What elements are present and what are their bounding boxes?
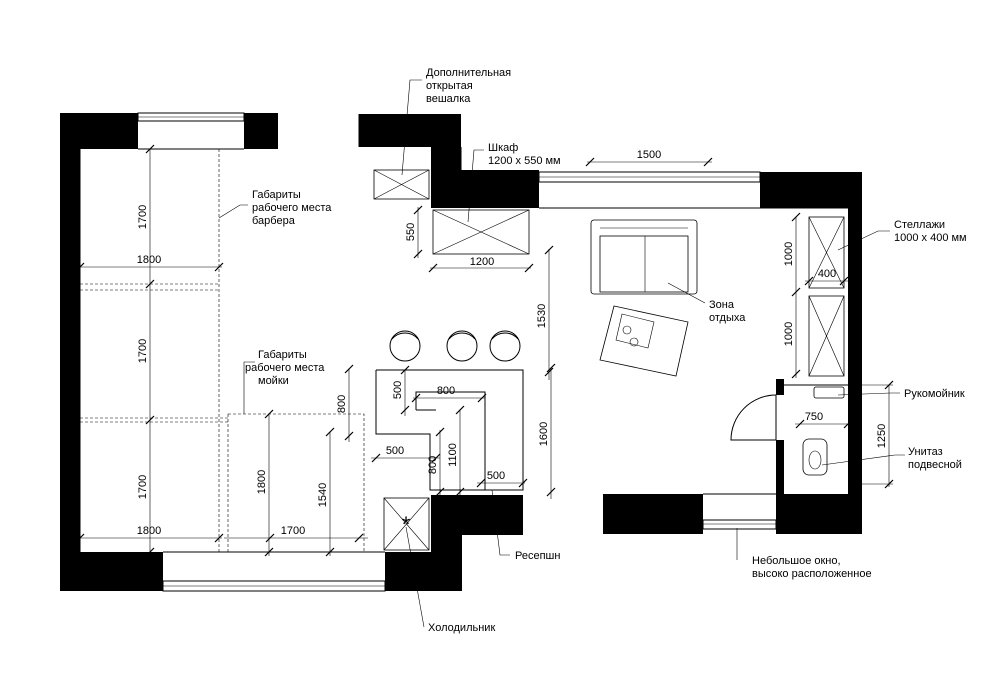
wall-bottom-left	[60, 552, 163, 591]
dim-500-c: 500	[487, 470, 505, 482]
note-lounge: Зона отдыха	[709, 299, 746, 324]
note-shelves: Стеллажи 1000 x 400 мм	[894, 219, 967, 244]
note-wash-zone: Габариты рабочего места мойки	[245, 349, 327, 387]
dim-1250: 1250	[876, 424, 888, 448]
dim-1530: 1530	[536, 304, 548, 328]
wall-top-right	[760, 172, 862, 208]
dim-1700-wash: 1700	[281, 525, 305, 537]
dim-1540: 1540	[317, 483, 329, 507]
dim-1700-a: 1700	[137, 205, 149, 229]
dim-500-b: 500	[386, 445, 404, 457]
wall-wc-top	[776, 379, 784, 395]
wall-wardrobe-back	[431, 170, 539, 208]
sink	[813, 386, 845, 399]
dim-1700-b: 1700	[137, 339, 149, 363]
dim-1000-a: 1000	[783, 242, 795, 266]
window-small	[702, 519, 777, 530]
note-hanger: Дополнительная открытая вешалка	[426, 67, 514, 105]
coffee-table	[599, 305, 689, 377]
dim-1700-c: 1700	[137, 475, 149, 499]
wash-zone	[227, 413, 365, 553]
leader-lines	[218, 79, 905, 628]
wall-right	[848, 172, 862, 534]
bar-stools	[389, 330, 521, 362]
dim-1800-bottom: 1800	[137, 525, 161, 537]
dim-1800-wash: 1800	[256, 470, 268, 494]
dimension-lines	[75, 144, 894, 557]
dimension-labels: 1700 1700 1700 1800 1800 1800 1700 1540 …	[137, 149, 888, 537]
dim-800-wash: 800	[336, 395, 348, 413]
dim-1000-b: 1000	[783, 322, 795, 346]
note-barber-zone: Габариты рабочего места барбера	[252, 189, 334, 227]
dim-800-mid: 800	[427, 456, 439, 474]
wall-bottom-right	[776, 494, 862, 534]
dim-500-a: 500	[392, 381, 404, 399]
dim-400: 400	[818, 268, 836, 280]
note-sink: Рукомойник	[904, 388, 965, 400]
wc-door	[730, 384, 848, 441]
note-wardrobe: Шкаф 1200 x 550 мм	[488, 142, 561, 167]
dim-1800-top: 1800	[137, 254, 161, 266]
dim-800-top: 800	[437, 385, 455, 397]
wall-bottom-right-2	[603, 494, 703, 534]
dim-1600: 1600	[538, 422, 550, 446]
note-toilet: Унитаз подвесной	[908, 446, 962, 471]
wall-left	[60, 113, 80, 591]
wall-reception	[431, 495, 523, 535]
sofa	[590, 219, 698, 295]
dim-1100: 1100	[447, 443, 459, 467]
wall-wc-side	[776, 440, 784, 496]
note-reception: Ресепшн	[515, 550, 560, 562]
toilet	[802, 438, 828, 476]
dim-550: 550	[405, 223, 417, 241]
interior	[79, 114, 848, 552]
dim-1200: 1200	[470, 256, 494, 268]
dim-750: 750	[805, 411, 823, 423]
annotations: Дополнительная открытая вешалка Шкаф 120…	[245, 67, 967, 634]
note-fridge: Холодильник	[428, 622, 495, 634]
note-window: Небольшое окно, высоко расположенное	[752, 555, 872, 580]
wall-top-left-2	[244, 113, 278, 149]
fridge: *	[383, 497, 430, 551]
walls	[60, 113, 862, 591]
furniture: *	[373, 169, 848, 551]
svg-text:*: *	[402, 512, 411, 537]
dim-1500: 1500	[637, 149, 661, 161]
zones	[80, 149, 365, 553]
